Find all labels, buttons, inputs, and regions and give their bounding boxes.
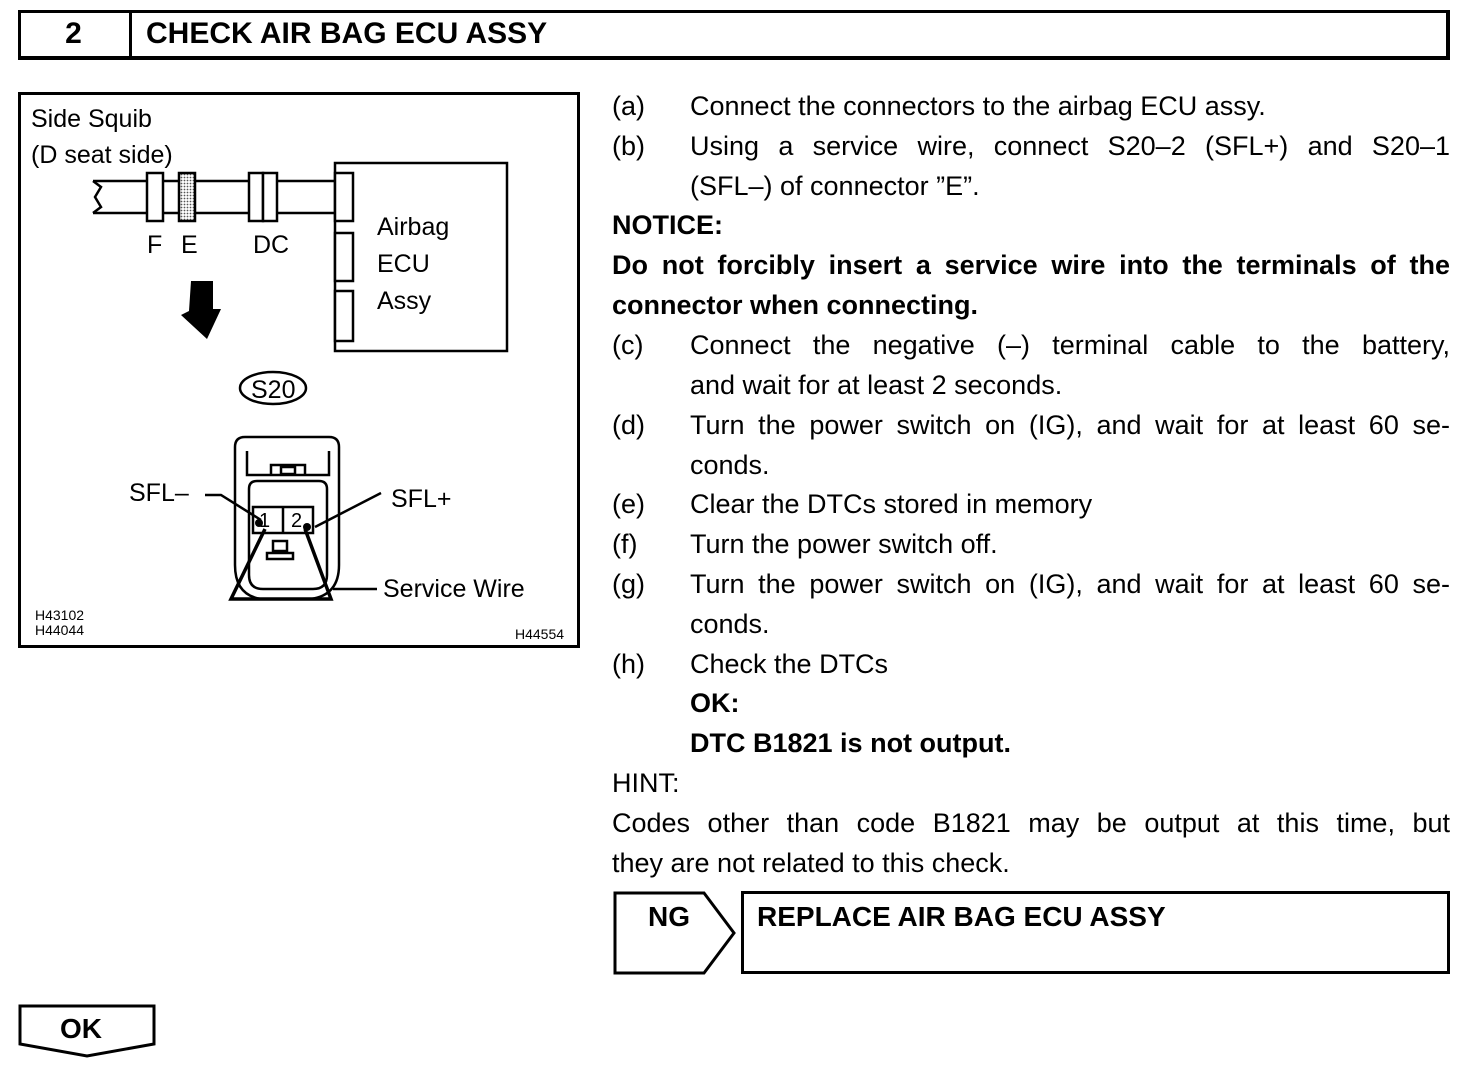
ecu-label-line2: ECU xyxy=(377,250,430,278)
hint-heading: HINT: xyxy=(612,768,680,798)
ecu-label-line3: Assy xyxy=(377,287,432,315)
side-squib-sublabel: (D seat side) xyxy=(31,141,173,169)
step-f-label: (f) xyxy=(612,529,638,559)
step-b-label: (b) xyxy=(612,131,645,161)
step-a-label: (a) xyxy=(612,91,645,121)
hint-text-line2: they are not related to this check. xyxy=(612,848,1010,878)
ok-heading: OK: xyxy=(690,688,740,718)
step-d-text-line2: conds. xyxy=(690,450,770,480)
diagram-drawing xyxy=(92,161,509,601)
step-b-text-line1: Using a service wire, connect S20–2 (SFL… xyxy=(690,131,1450,161)
ng-action-box xyxy=(741,891,1450,974)
figure-code-2: H44044 xyxy=(35,622,85,638)
wiring-diagram: Side Squib (D seat side) F E DC Airbag E… xyxy=(18,92,580,648)
ng-action-text: REPLACE AIR BAG ECU ASSY xyxy=(757,901,1166,932)
ecu-label-line1: Airbag xyxy=(377,213,450,241)
step-g-label: (g) xyxy=(612,569,645,599)
notice-text-line1: Do not forcibly insert a service wire in… xyxy=(612,250,1450,280)
step-g-text-line2: conds. xyxy=(690,609,770,639)
step-d-text-line1: Turn the power switch on (IG), and wait … xyxy=(690,410,1450,440)
step-header xyxy=(18,10,1450,60)
figure-code-3: H44554 xyxy=(515,626,565,642)
notice-heading: NOTICE: xyxy=(612,210,723,240)
ng-label: NG xyxy=(648,901,690,932)
ok-criterion: DTC B1821 is not output. xyxy=(690,728,1012,758)
step-b-text-line2: (SFL–) of connector ”E”. xyxy=(690,171,980,201)
ng-arrow-shape xyxy=(613,891,736,975)
hint-text-line1: Codes other than code B1821 may be outpu… xyxy=(612,808,1450,838)
connector-f-label: F xyxy=(147,231,163,259)
pin-1-label: 1 xyxy=(259,510,271,532)
ok-label: OK xyxy=(60,1013,102,1044)
service-wire-label: Service Wire xyxy=(383,575,525,603)
step-e-text: Clear the DTCs stored in memory xyxy=(690,489,1093,519)
step-g-text-line1: Turn the power switch on (IG), and wait … xyxy=(690,569,1450,599)
pin-2-label: 2 xyxy=(291,510,303,532)
connector-e-label: E xyxy=(181,231,198,259)
step-a-text: Connect the connectors to the airbag ECU… xyxy=(690,91,1266,121)
step-f-text: Turn the power switch off. xyxy=(690,529,998,559)
connector-dc-label: DC xyxy=(253,231,290,259)
step-number: 2 xyxy=(18,10,132,60)
notice-text-line2: connector when connecting. xyxy=(612,290,979,320)
step-title: CHECK AIR BAG ECU ASSY xyxy=(146,17,548,50)
step-e-label: (e) xyxy=(612,489,645,519)
step-c-text-line2: and wait for at least 2 seconds. xyxy=(690,370,1063,400)
connector-id-label: S20 xyxy=(251,376,296,404)
figure-code-1: H43102 xyxy=(35,607,85,623)
step-h-text: Check the DTCs xyxy=(690,649,889,679)
side-squib-label: Side Squib xyxy=(31,105,152,133)
step-h-label: (h) xyxy=(612,649,645,679)
step-d-label: (d) xyxy=(612,410,645,440)
step-c-label: (c) xyxy=(612,330,644,360)
sfl-plus-label: SFL+ xyxy=(391,485,452,513)
step-c-text-line1: Connect the negative (–) terminal cable … xyxy=(690,330,1450,360)
ok-arrow-shape xyxy=(18,1004,156,1058)
sfl-minus-label: SFL– xyxy=(129,479,189,507)
